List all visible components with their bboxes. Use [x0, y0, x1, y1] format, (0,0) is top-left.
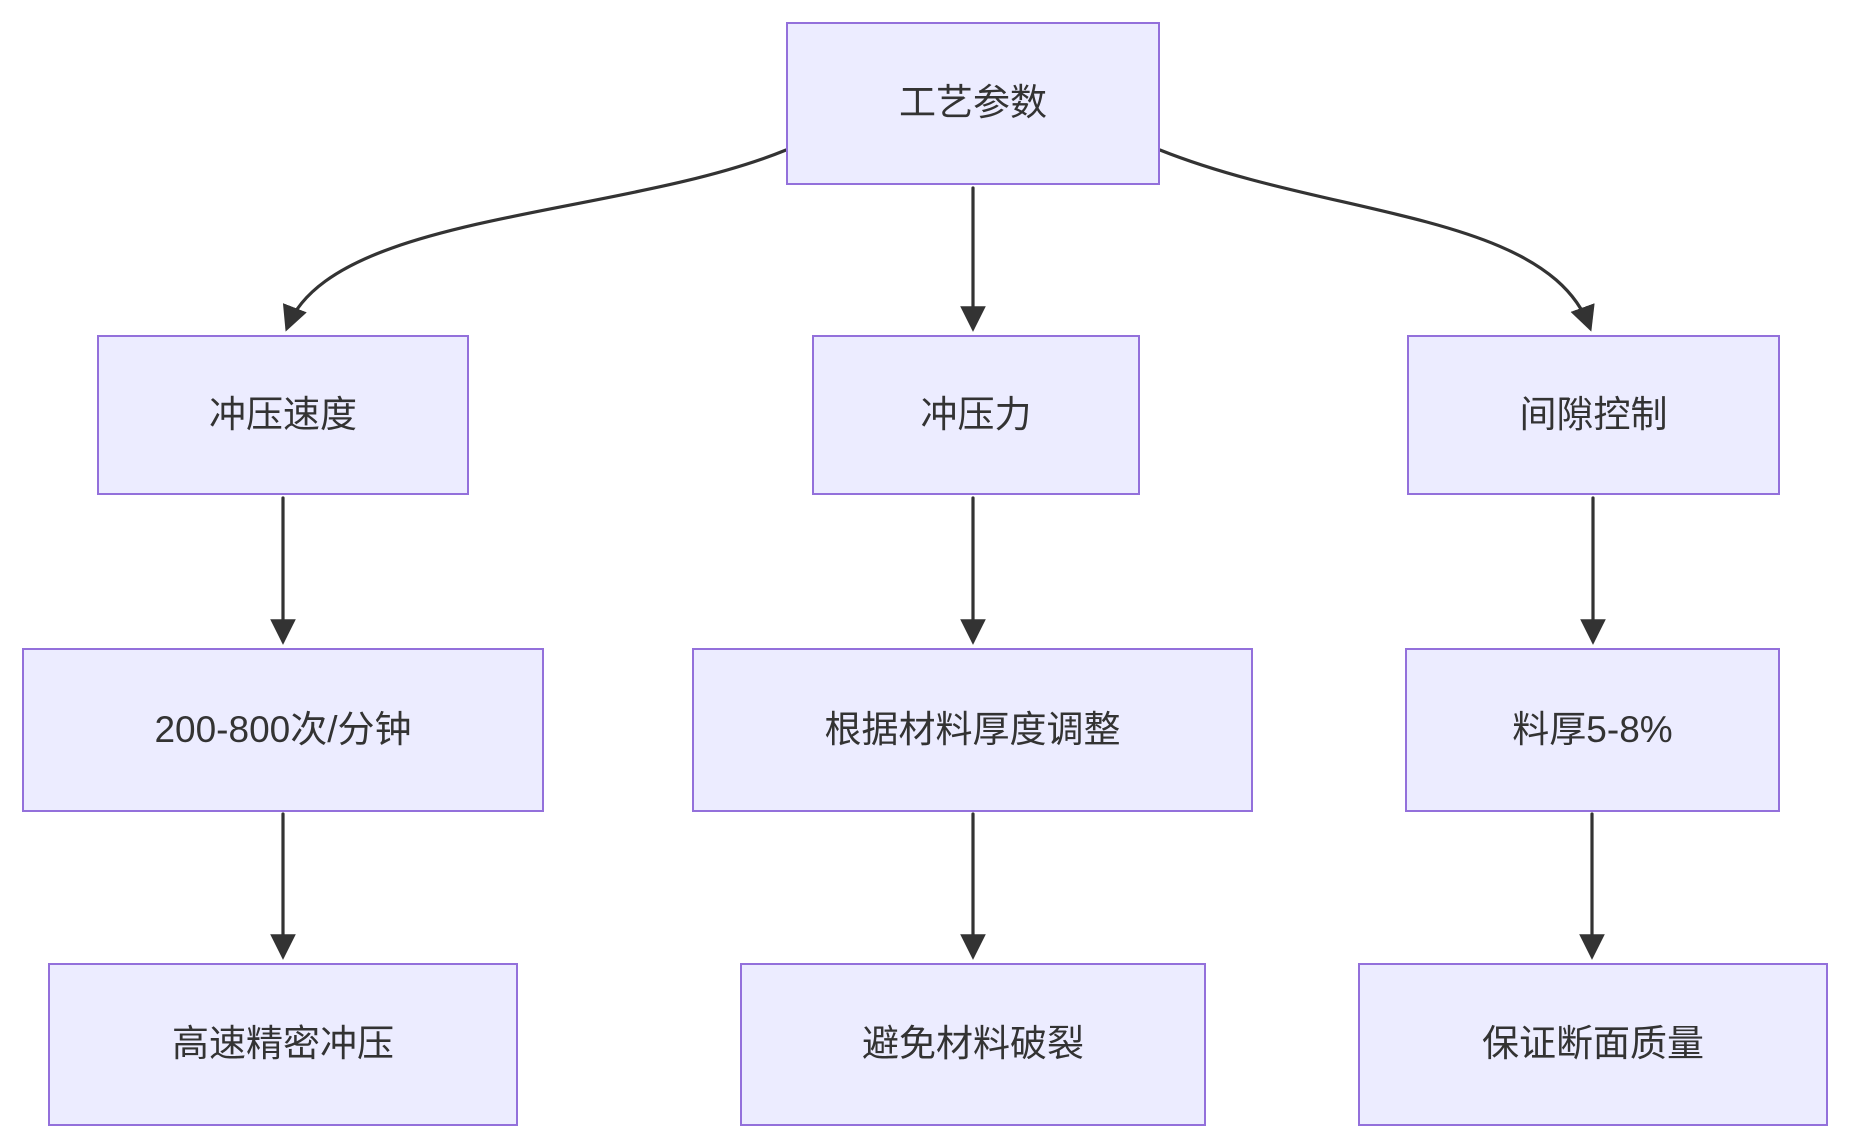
node-stamping-force-label: 冲压力: [920, 393, 1032, 435]
edge-root-to-clearance: [1158, 148, 1595, 332]
node-force-result-label: 避免材料破裂: [862, 1023, 1084, 1065]
node-process-parameters-label: 工艺参数: [899, 82, 1047, 124]
node-force-adjustment: 根据材料厚度调整: [692, 648, 1253, 812]
node-speed-result: 高速精密冲压: [48, 963, 518, 1126]
node-clearance-control: 间隙控制: [1407, 335, 1780, 495]
node-clearance-range: 料厚5-8%: [1405, 648, 1780, 812]
node-stamping-force: 冲压力: [812, 335, 1140, 495]
node-clearance-range-label: 料厚5-8%: [1512, 708, 1673, 750]
node-speed-range: 200-800次/分钟: [22, 648, 544, 812]
node-clearance-result: 保证断面质量: [1358, 963, 1828, 1126]
node-clearance-result-label: 保证断面质量: [1482, 1023, 1704, 1065]
node-stamping-speed: 冲压速度: [97, 335, 469, 495]
node-process-parameters: 工艺参数: [786, 22, 1160, 185]
node-stamping-speed-label: 冲压速度: [209, 393, 357, 435]
node-force-result: 避免材料破裂: [740, 963, 1206, 1126]
edge-root-to-speed: [282, 148, 788, 332]
node-clearance-control-label: 间隙控制: [1519, 393, 1668, 435]
node-force-adjustment-label: 根据材料厚度调整: [824, 708, 1121, 750]
node-speed-range-label: 200-800次/分钟: [154, 708, 412, 750]
node-speed-result-label: 高速精密冲压: [172, 1023, 394, 1065]
